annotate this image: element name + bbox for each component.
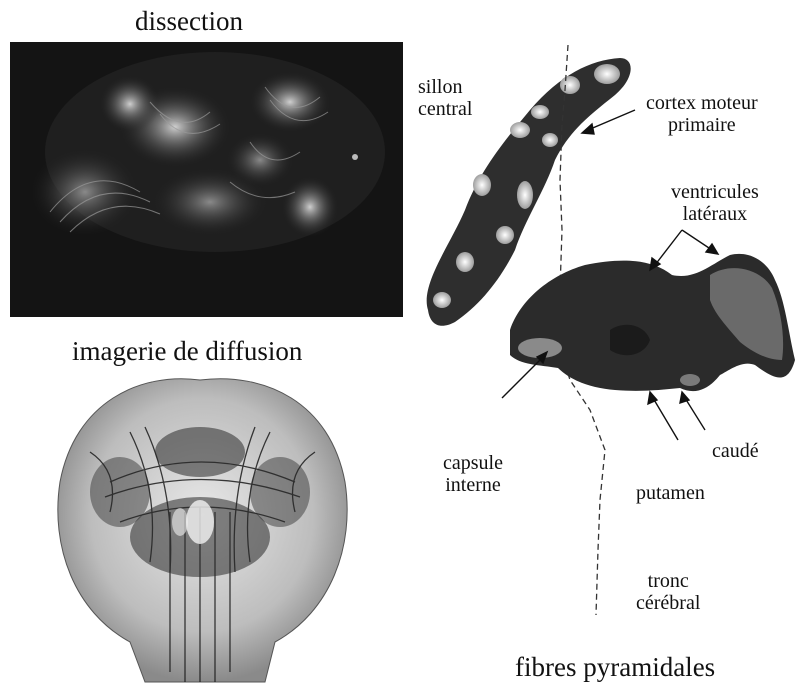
label-caude: caudé [712,440,759,462]
label-putamen: putamen [636,482,705,504]
diffusion-imaging-image [50,372,355,690]
caption-pyramidal-fibres: fibres pyramidales [515,652,715,683]
caption-diffusion-imaging: imagerie de diffusion [72,336,302,367]
dissection-photo [10,42,403,317]
caption-dissection: dissection [135,6,243,37]
deep-structures [510,254,795,391]
